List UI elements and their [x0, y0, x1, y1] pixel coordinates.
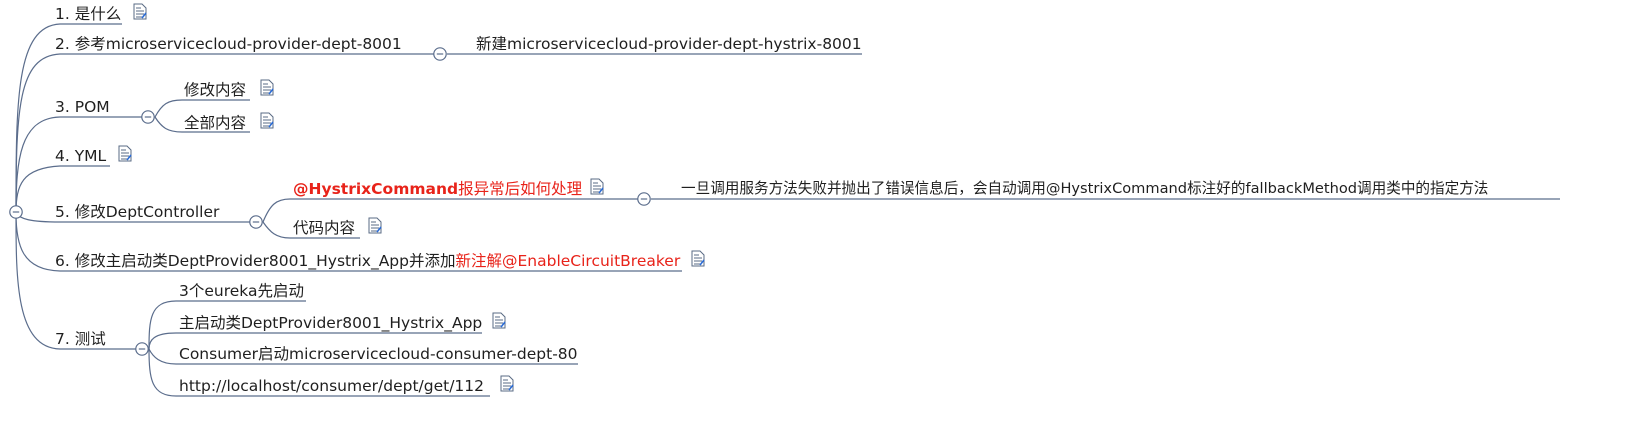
connector-branch-2: [15, 53, 440, 214]
branch-pom[interactable]: 3. POM: [55, 97, 110, 117]
controller-child-code[interactable]: 代码内容: [293, 219, 356, 237]
note-icon[interactable]: [500, 375, 514, 392]
note-icon[interactable]: [691, 250, 705, 267]
branch-test-prefix: 7.: [55, 330, 75, 348]
branch-what[interactable]: 1. 是什么: [55, 4, 121, 24]
test-child-consumer[interactable]: Consumer启动microservicecloud-consumer-dep…: [179, 345, 578, 363]
branch-yml-label: YML: [74, 147, 107, 165]
branch-pom-label: POM: [74, 98, 110, 116]
connector-controller-child-2: [262, 221, 360, 239]
branch-test[interactable]: 7. 测试: [55, 329, 106, 349]
connector-branch-7: [15, 212, 142, 350]
note-icon[interactable]: [590, 178, 604, 195]
hystrix-rest: 报异常后如何处理: [458, 180, 583, 198]
branch-what-label: 是什么: [74, 5, 122, 23]
connector-pom-child-1: [154, 99, 250, 118]
branch-main[interactable]: 6. 修改主启动类DeptProvider8001_Hystrix_App并添加…: [55, 251, 680, 271]
test-child-url[interactable]: http://localhost/consumer/dept/get/112: [179, 377, 485, 395]
ref-collapse-icon[interactable]: [433, 47, 447, 61]
branch-main-label: 修改主启动类DeptProvider8001_Hystrix_App并添加: [74, 252, 456, 270]
branch-controller-prefix: 5.: [55, 203, 75, 221]
ref-child-new[interactable]: 新建microservicecloud-provider-dept-hystri…: [476, 35, 862, 53]
connector-controller-child-1: [262, 198, 644, 223]
branch-yml-prefix: 4.: [55, 147, 75, 165]
branch-controller[interactable]: 5. 修改DeptController: [55, 202, 219, 222]
note-icon[interactable]: [492, 312, 506, 329]
connector-test-child-3: [148, 348, 578, 365]
hystrix-collapse-icon[interactable]: [637, 192, 651, 206]
note-icon[interactable]: [260, 79, 274, 96]
branch-pom-prefix: 3.: [55, 98, 75, 116]
pom-child-all[interactable]: 全部内容: [184, 114, 247, 132]
test-collapse-icon[interactable]: [135, 342, 149, 356]
connector-lines: [15, 23, 1560, 397]
connector-test-child-4: [148, 348, 490, 397]
note-icon[interactable]: [368, 217, 382, 234]
branch-ref-label: 参考microservicecloud-provider-dept-8001: [74, 35, 402, 53]
hystrix-child-description[interactable]: 一旦调用服务方法失败并抛出了错误信息后，会自动调用@HystrixCommand…: [681, 180, 1489, 197]
connector-branch-3: [15, 116, 148, 214]
branch-test-label: 测试: [74, 330, 106, 348]
connector-branch-4: [15, 165, 110, 214]
root-collapse-icon[interactable]: [9, 205, 23, 219]
branch-what-prefix: 1.: [55, 5, 75, 23]
branch-ref[interactable]: 2. 参考microservicecloud-provider-dept-800…: [55, 34, 402, 54]
pom-child-modify[interactable]: 修改内容: [184, 81, 247, 99]
controller-collapse-icon[interactable]: [249, 215, 263, 229]
note-icon[interactable]: [133, 3, 147, 20]
test-child-eureka[interactable]: 3个eureka先启动: [179, 282, 304, 300]
note-icon[interactable]: [260, 112, 274, 129]
branch-main-prefix: 6.: [55, 252, 75, 270]
test-child-main-app[interactable]: 主启动类DeptProvider8001_Hystrix_App: [179, 314, 483, 332]
hystrix-annotation: @HystrixCommand: [293, 180, 459, 198]
connector-test-child-1: [148, 300, 306, 350]
controller-child-hystrix[interactable]: @HystrixCommand报异常后如何处理: [293, 179, 582, 199]
branch-controller-label: 修改DeptController: [74, 203, 220, 221]
branch-ref-prefix: 2.: [55, 35, 75, 53]
branch-yml[interactable]: 4. YML: [55, 146, 106, 166]
connector-test-child-2: [148, 332, 482, 350]
note-icon[interactable]: [118, 145, 132, 162]
pom-collapse-icon[interactable]: [141, 110, 155, 124]
branch-main-annotation: 新注解@EnableCircuitBreaker: [455, 252, 681, 270]
connector-pom-child-2: [154, 116, 250, 133]
